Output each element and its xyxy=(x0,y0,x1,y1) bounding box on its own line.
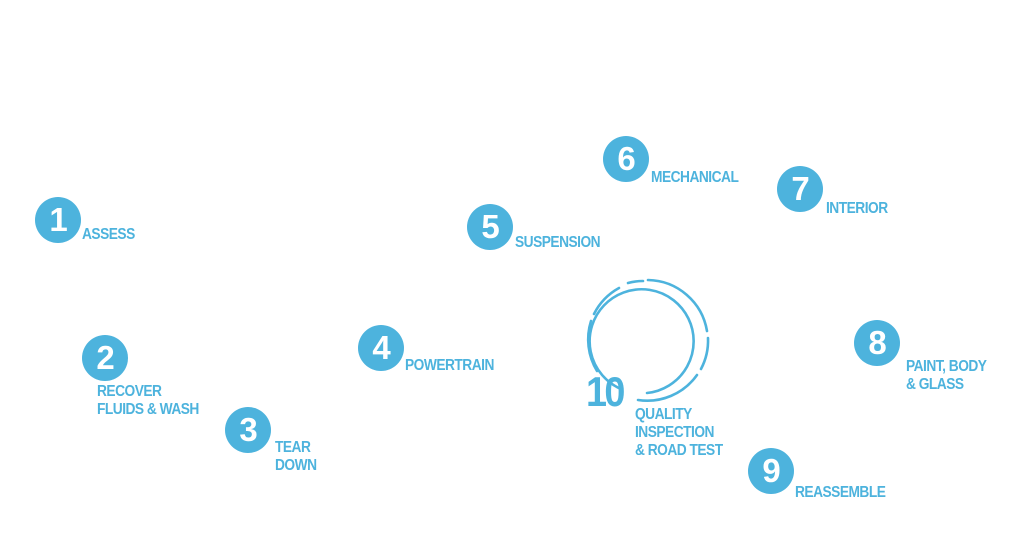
step-label-line: INSPECTION xyxy=(635,424,714,441)
step-number-badge: 9 xyxy=(748,448,794,494)
step-label: INTERIOR xyxy=(826,200,888,218)
step-number-badge: 6 xyxy=(603,136,649,182)
step-number-badge: 3 xyxy=(225,407,271,453)
quality-ring-icon xyxy=(586,278,710,402)
ring-outer-arc xyxy=(646,278,709,333)
step-label-line: ASSESS xyxy=(82,226,135,243)
step-label-line: INTERIOR xyxy=(826,200,888,217)
step-label: PAINT, BODY & GLASS xyxy=(906,358,987,394)
step-label-line: REASSEMBLE xyxy=(795,484,886,501)
step-number-badge: 2 xyxy=(82,335,128,381)
step-number-badge: 5 xyxy=(467,204,513,250)
step-label-line: SUSPENSION xyxy=(515,234,601,251)
ring-outer-arc xyxy=(626,279,645,285)
step-number-badge: 1 xyxy=(35,197,81,243)
ring-inner-arc xyxy=(588,288,695,395)
step-label-line: RECOVER xyxy=(97,383,162,400)
step-label-line: TEAR xyxy=(275,439,311,456)
step-label: REASSEMBLE xyxy=(795,484,886,502)
step-label-line: & GLASS xyxy=(906,376,964,393)
step-label-line: POWERTRAIN xyxy=(405,357,494,374)
step-label-line: & ROAD TEST xyxy=(635,442,723,459)
step-label: SUSPENSION xyxy=(515,234,601,252)
step-number-badge: 7 xyxy=(777,166,823,212)
ring-outer-arc xyxy=(586,319,599,373)
ring-outer-arc xyxy=(699,336,710,371)
ring-outer-arc xyxy=(636,373,699,402)
step-label: POWERTRAIN xyxy=(405,357,494,375)
step-label: TEAR DOWN xyxy=(275,439,317,475)
step-label: MECHANICAL xyxy=(651,169,739,187)
step-label: RECOVER FLUIDS & WASH xyxy=(97,383,199,419)
step-number-large: 10 xyxy=(586,368,625,415)
step-label: ASSESS xyxy=(82,226,135,244)
step-label-line: QUALITY xyxy=(635,406,692,423)
step-label: QUALITY INSPECTION & ROAD TEST xyxy=(635,406,723,460)
ring-outer-arc xyxy=(592,286,621,316)
step-label-line: DOWN xyxy=(275,457,317,474)
step-label-line: FLUIDS & WASH xyxy=(97,401,199,418)
step-label-line: MECHANICAL xyxy=(651,169,739,186)
step-number-badge: 8 xyxy=(854,320,900,366)
step-number-badge: 4 xyxy=(358,325,404,371)
step-label-line: PAINT, BODY xyxy=(906,358,987,375)
